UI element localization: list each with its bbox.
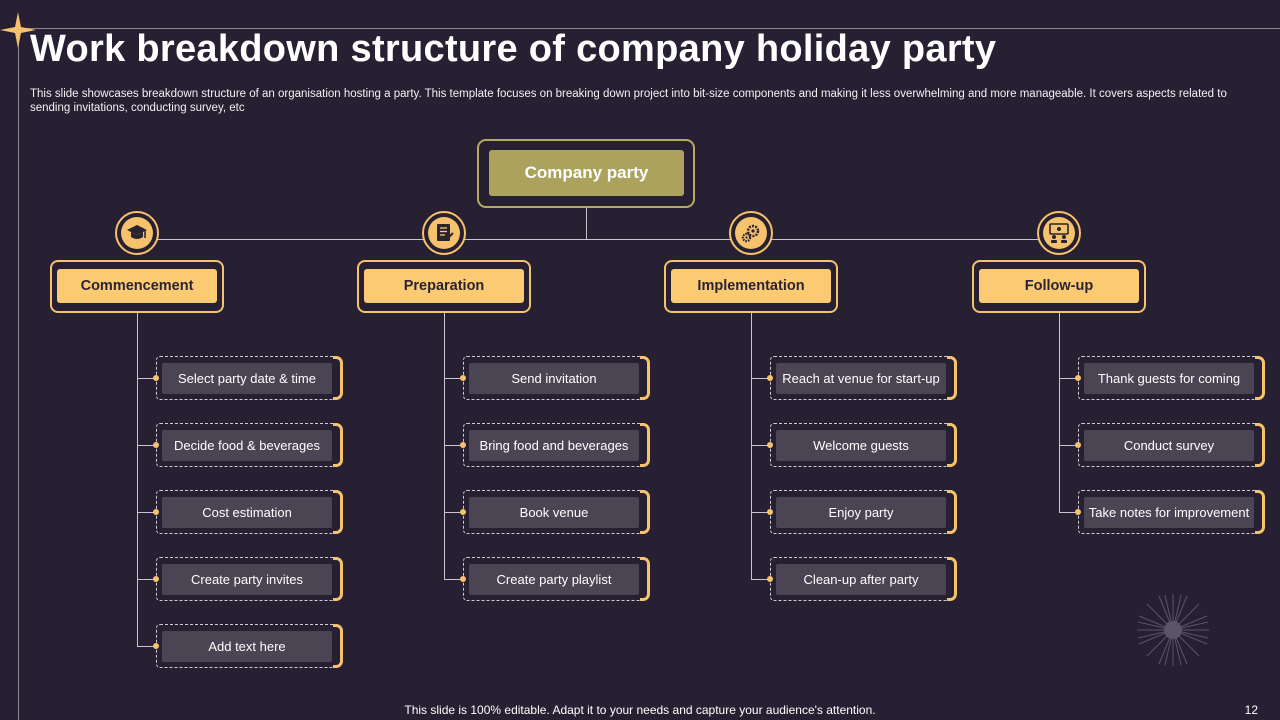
branch-commencement: Commencement [57, 269, 217, 303]
branch-icon-circle [1037, 211, 1081, 255]
task-bracket [947, 356, 957, 400]
task-dot [153, 442, 159, 448]
branch-preparation: Preparation [364, 269, 524, 303]
slide-title: Work breakdown structure of company holi… [30, 28, 997, 70]
task-connector [137, 579, 156, 580]
task-decide-food-beverages: Decide food & beverages [162, 430, 332, 461]
checklist-document-icon [428, 217, 460, 249]
task-connector [444, 378, 463, 379]
branch-frame [664, 260, 838, 313]
task-connector [137, 445, 156, 446]
task-dot [1075, 442, 1081, 448]
task-bracket [1255, 356, 1265, 400]
task-clean-up-after-party: Clean-up after party [776, 564, 946, 595]
task-dot [153, 375, 159, 381]
footer-note: This slide is 100% editable. Adapt it to… [404, 703, 876, 717]
task-connector [444, 579, 463, 580]
task-dot [153, 576, 159, 582]
task-bracket [640, 557, 650, 601]
root-connector [586, 208, 587, 239]
task-bracket [640, 423, 650, 467]
task-dot [153, 509, 159, 515]
branch-icon-circle [729, 211, 773, 255]
task-connector [444, 445, 463, 446]
task-add-text-here: Add text here [162, 631, 332, 662]
root-node: Company party [489, 150, 684, 196]
task-connector [751, 445, 770, 446]
task-welcome-guests: Welcome guests [776, 430, 946, 461]
task-connector [751, 512, 770, 513]
task-bracket [333, 557, 343, 601]
branch-icon-circle [422, 211, 466, 255]
task-create-party-playlist: Create party playlist [469, 564, 639, 595]
task-dot [767, 375, 773, 381]
task-bring-food-and-beverages: Bring food and beverages [469, 430, 639, 461]
task-thank-guests-for-coming: Thank guests for coming [1084, 363, 1254, 394]
gears-icon [735, 217, 767, 249]
branch-implementation: Implementation [671, 269, 831, 303]
branch-frame [972, 260, 1146, 313]
task-dot [460, 509, 466, 515]
branch-spine [444, 313, 445, 579]
branch-frame [50, 260, 224, 313]
team-meeting-icon [1043, 217, 1075, 249]
task-dot [767, 442, 773, 448]
task-connector [1059, 445, 1078, 446]
task-bracket [947, 423, 957, 467]
branch-bus [137, 239, 1059, 240]
task-conduct-survey: Conduct survey [1084, 430, 1254, 461]
task-connector [444, 512, 463, 513]
task-bracket [947, 557, 957, 601]
slide-frame-top [18, 28, 1280, 29]
task-bracket [333, 356, 343, 400]
task-bracket [1255, 423, 1265, 467]
task-connector [137, 646, 156, 647]
task-connector [751, 579, 770, 580]
task-reach-at-venue-for-start-up: Reach at venue for start-up [776, 363, 946, 394]
task-connector [137, 512, 156, 513]
task-connector [751, 378, 770, 379]
task-dot [153, 643, 159, 649]
branch-spine [1059, 313, 1060, 512]
task-dot [1075, 375, 1081, 381]
task-dot [767, 509, 773, 515]
slide-subtitle: This slide showcases breakdown structure… [30, 88, 1227, 114]
sparkle-icon [0, 12, 36, 48]
task-cost-estimation: Cost estimation [162, 497, 332, 528]
page-number: 12 [1244, 703, 1258, 717]
task-enjoy-party: Enjoy party [776, 497, 946, 528]
graduation-cap-icon [121, 217, 153, 249]
root-node-frame [477, 139, 695, 208]
starburst-decoration [1137, 594, 1209, 666]
task-bracket [333, 423, 343, 467]
task-send-invitation: Send invitation [469, 363, 639, 394]
task-dot [767, 576, 773, 582]
branch-spine [137, 313, 138, 646]
task-select-party-date-time: Select party date & time [162, 363, 332, 394]
task-bracket [333, 624, 343, 668]
task-dot [460, 442, 466, 448]
task-bracket [1255, 490, 1265, 534]
task-connector [1059, 378, 1078, 379]
task-book-venue: Book venue [469, 497, 639, 528]
task-take-notes-for-improvement: Take notes for improvement [1084, 497, 1254, 528]
task-dot [460, 576, 466, 582]
task-dot [460, 375, 466, 381]
branch-spine [751, 313, 752, 579]
slide-frame-left [18, 28, 19, 720]
task-bracket [640, 490, 650, 534]
task-connector [137, 378, 156, 379]
task-connector [1059, 512, 1078, 513]
task-bracket [947, 490, 957, 534]
branch-frame [357, 260, 531, 313]
branch-icon-circle [115, 211, 159, 255]
task-bracket [640, 356, 650, 400]
task-dot [1075, 509, 1081, 515]
branch-follow-up: Follow-up [979, 269, 1139, 303]
task-bracket [333, 490, 343, 534]
task-create-party-invites: Create party invites [162, 564, 332, 595]
